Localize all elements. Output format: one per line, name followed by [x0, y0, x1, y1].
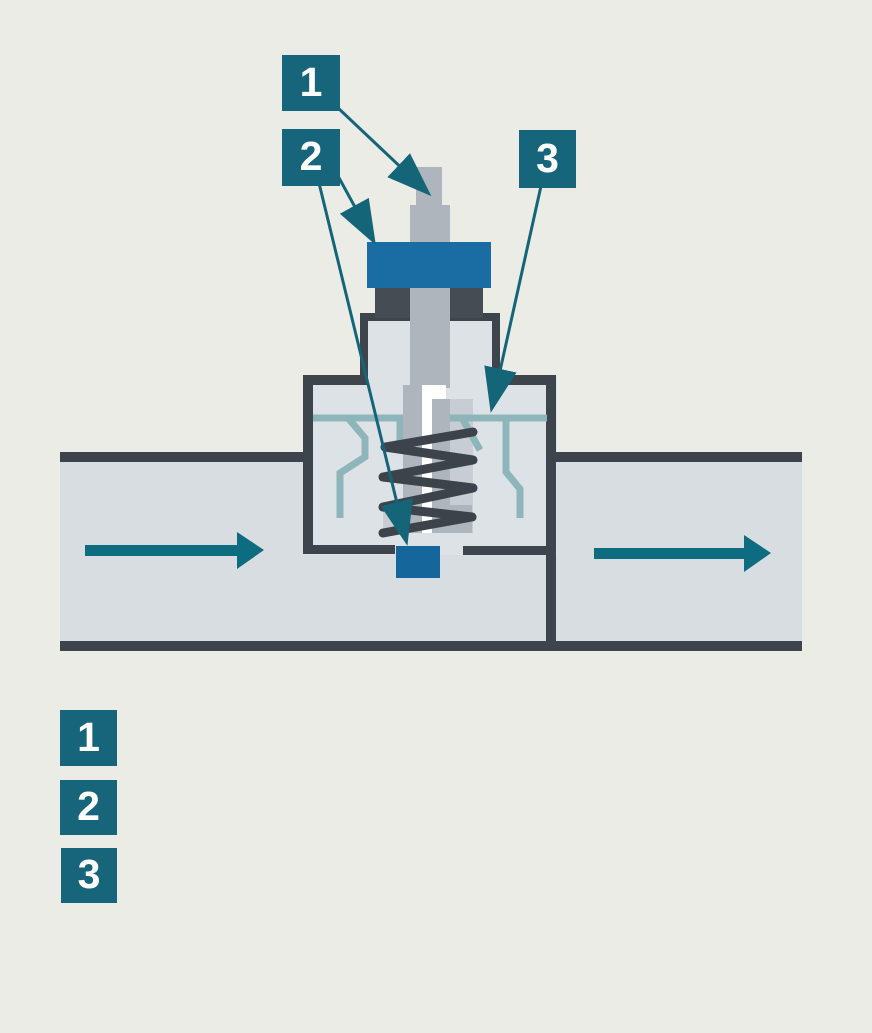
callout-box-3: 3 [519, 130, 576, 188]
legend-box-3: 3 [61, 848, 117, 903]
callout-line-1 [335, 105, 432, 197]
callout-label-1: 1 [299, 58, 323, 105]
legend-key-3: 3 [77, 851, 101, 897]
legend-key-1: 1 [77, 713, 100, 760]
spring-coil [378, 427, 478, 538]
callout-label-3: 3 [536, 134, 559, 181]
callout-box-2: 2 [282, 129, 340, 186]
flow-arrow-inlet [85, 532, 264, 569]
valve-plug [396, 546, 440, 578]
membrane-lines [313, 414, 547, 518]
callout-box-1: 1 [282, 55, 340, 111]
callout-label-2: 2 [299, 133, 323, 179]
callout-lines [317, 105, 543, 546]
callout-line-2-plug [317, 182, 413, 546]
adjustment-nut [367, 242, 491, 288]
flow-arrow-outlet [594, 535, 771, 572]
legend-key-2: 2 [77, 783, 100, 829]
flow-arrows [85, 532, 771, 572]
legend-box-2: 2 [60, 780, 117, 835]
legend-box-1: 1 [60, 710, 117, 766]
callout-line-3 [484, 185, 543, 413]
callout-line-2-nut [336, 175, 376, 246]
